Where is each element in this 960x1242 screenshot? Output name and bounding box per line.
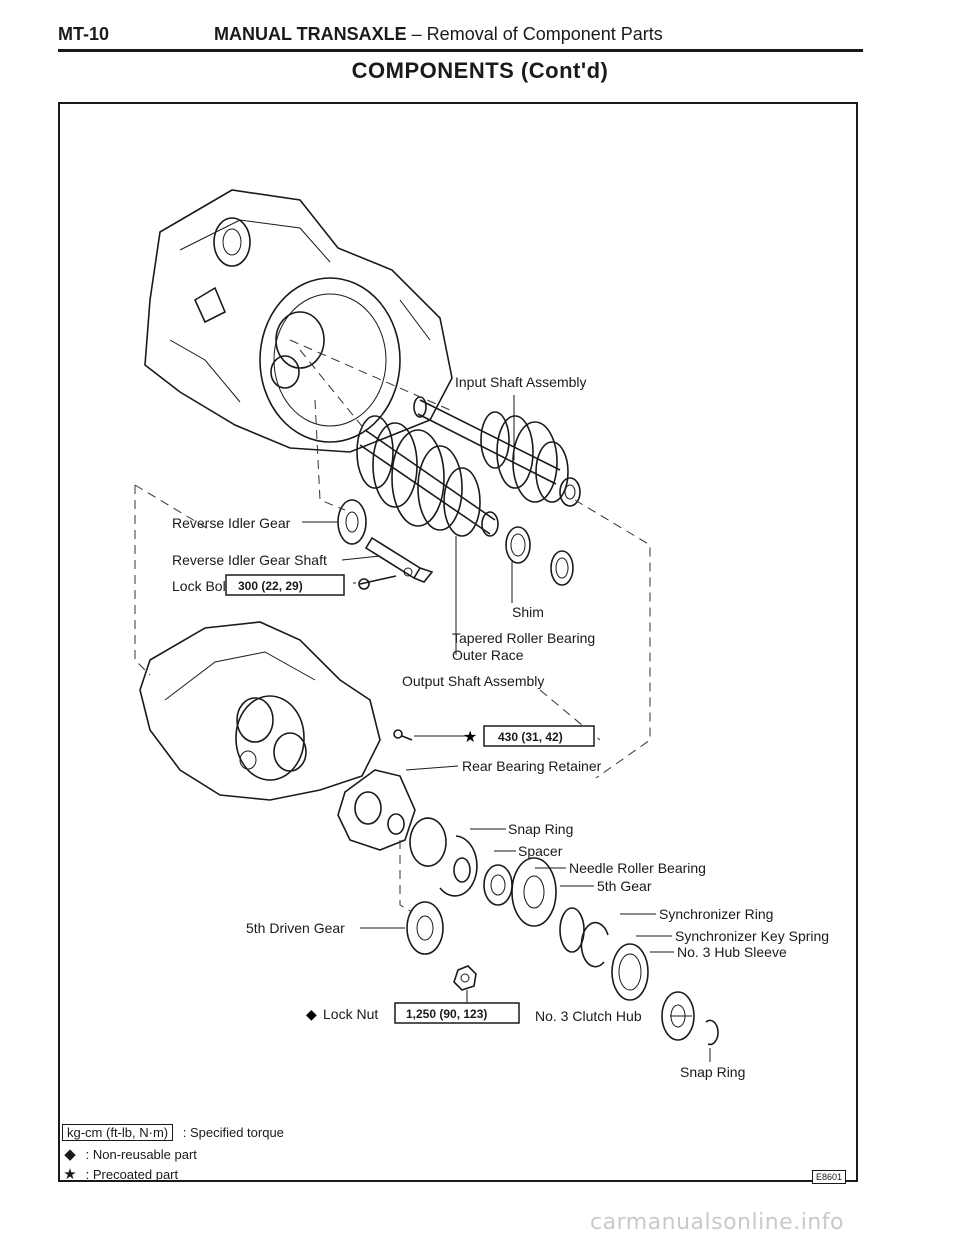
legend-precoated-desc: : Precoated part xyxy=(85,1167,179,1182)
diagram-frame xyxy=(58,102,858,1182)
torque-retainer-bolt: 430 (31, 42) xyxy=(498,730,563,744)
label-no3-clutch-hub: No. 3 Clutch Hub xyxy=(535,1008,642,1024)
label-reverse-idler-gear-shaft: Reverse Idler Gear Shaft xyxy=(172,552,327,568)
label-reverse-idler-gear: Reverse Idler Gear xyxy=(172,515,291,531)
torque-lock-bolt: 300 (22, 29) xyxy=(238,579,303,593)
label-snap-ring-1: Snap Ring xyxy=(508,821,573,837)
label-tapered-roller-bearing: Tapered Roller Bearing xyxy=(452,630,595,646)
section-title-main: MANUAL TRANSAXLE xyxy=(214,24,407,44)
input-shaft-assembly xyxy=(413,396,581,507)
fifth-driven-gear xyxy=(406,901,477,991)
torque-box-lock-nut xyxy=(394,1002,520,1024)
label-needle-roller-bearing: Needle Roller Bearing xyxy=(569,860,706,876)
shim-and-race xyxy=(505,526,574,586)
torque-box-lock-bolt xyxy=(225,574,345,596)
legend-precoated-symbol: ★ xyxy=(63,1166,77,1183)
torque-box-retainer-bolt xyxy=(483,725,595,747)
page-title: COMPONENTS (Cont'd) xyxy=(351,58,609,83)
torque-lock-nut: 1,250 (90, 123) xyxy=(406,1007,487,1021)
label-lock-nut: Lock Nut xyxy=(323,1006,378,1022)
reverse-idler-parts xyxy=(337,499,434,590)
header-rule xyxy=(58,49,863,52)
label-synchronizer-key-spring: Synchronizer Key Spring xyxy=(675,928,829,944)
label-output-shaft-assembly: Output Shaft Assembly xyxy=(402,673,544,689)
watermark: carmanualsonline.info xyxy=(590,1210,844,1235)
legend-non-reusable-desc: : Non-reusable part xyxy=(85,1147,197,1162)
transmission-case xyxy=(139,621,381,801)
legend-torque: kg-cm (ft-lb, N·m) : Specified torque xyxy=(62,1124,284,1141)
legend-non-reusable-symbol: ◆ xyxy=(64,1146,76,1163)
legend-non-reusable: ◆ : Non-reusable part xyxy=(58,1145,197,1163)
output-shaft-assembly xyxy=(356,415,499,537)
precoated-symbol-retainer-bolt: ★ xyxy=(463,729,477,746)
label-spacer: Spacer xyxy=(518,843,563,859)
label-shim: Shim xyxy=(512,604,544,620)
rear-bearing-retainer xyxy=(337,729,416,851)
label-5th-gear: 5th Gear xyxy=(597,878,652,894)
label-no3-hub-sleeve: No. 3 Hub Sleeve xyxy=(677,944,787,960)
label-input-shaft-assembly: Input Shaft Assembly xyxy=(455,374,587,390)
legend-torque-unit: kg-cm (ft-lb, N·m) xyxy=(62,1124,174,1141)
label-5th-driven-gear: 5th Driven Gear xyxy=(246,920,345,936)
page-number: MT-10 xyxy=(58,24,110,44)
legend-precoated: ★ : Precoated part xyxy=(58,1165,178,1183)
label-synchronizer-ring: Synchronizer Ring xyxy=(659,906,773,922)
figure-code: E8601 xyxy=(812,1170,847,1184)
legend-torque-desc: : Specified torque xyxy=(182,1125,284,1140)
leader-lines xyxy=(302,395,711,1062)
transaxle-case xyxy=(144,189,453,453)
label-outer-race: Outer Race xyxy=(452,647,524,663)
label-snap-ring-2: Snap Ring xyxy=(680,1064,745,1080)
label-lock-bolt: Lock Bolt xyxy=(172,578,230,594)
section-title: MANUAL TRANSAXLE – Removal of Component … xyxy=(214,24,663,45)
page-header: MT-10 MANUAL TRANSAXLE – Removal of Comp… xyxy=(58,20,863,52)
label-rear-bearing-retainer: Rear Bearing Retainer xyxy=(462,758,602,774)
fifth-gear-parts xyxy=(409,817,719,1046)
non-reusable-symbol-lock-nut: ◆ xyxy=(306,1006,317,1022)
section-subtitle: – Removal of Component Parts xyxy=(406,24,663,44)
